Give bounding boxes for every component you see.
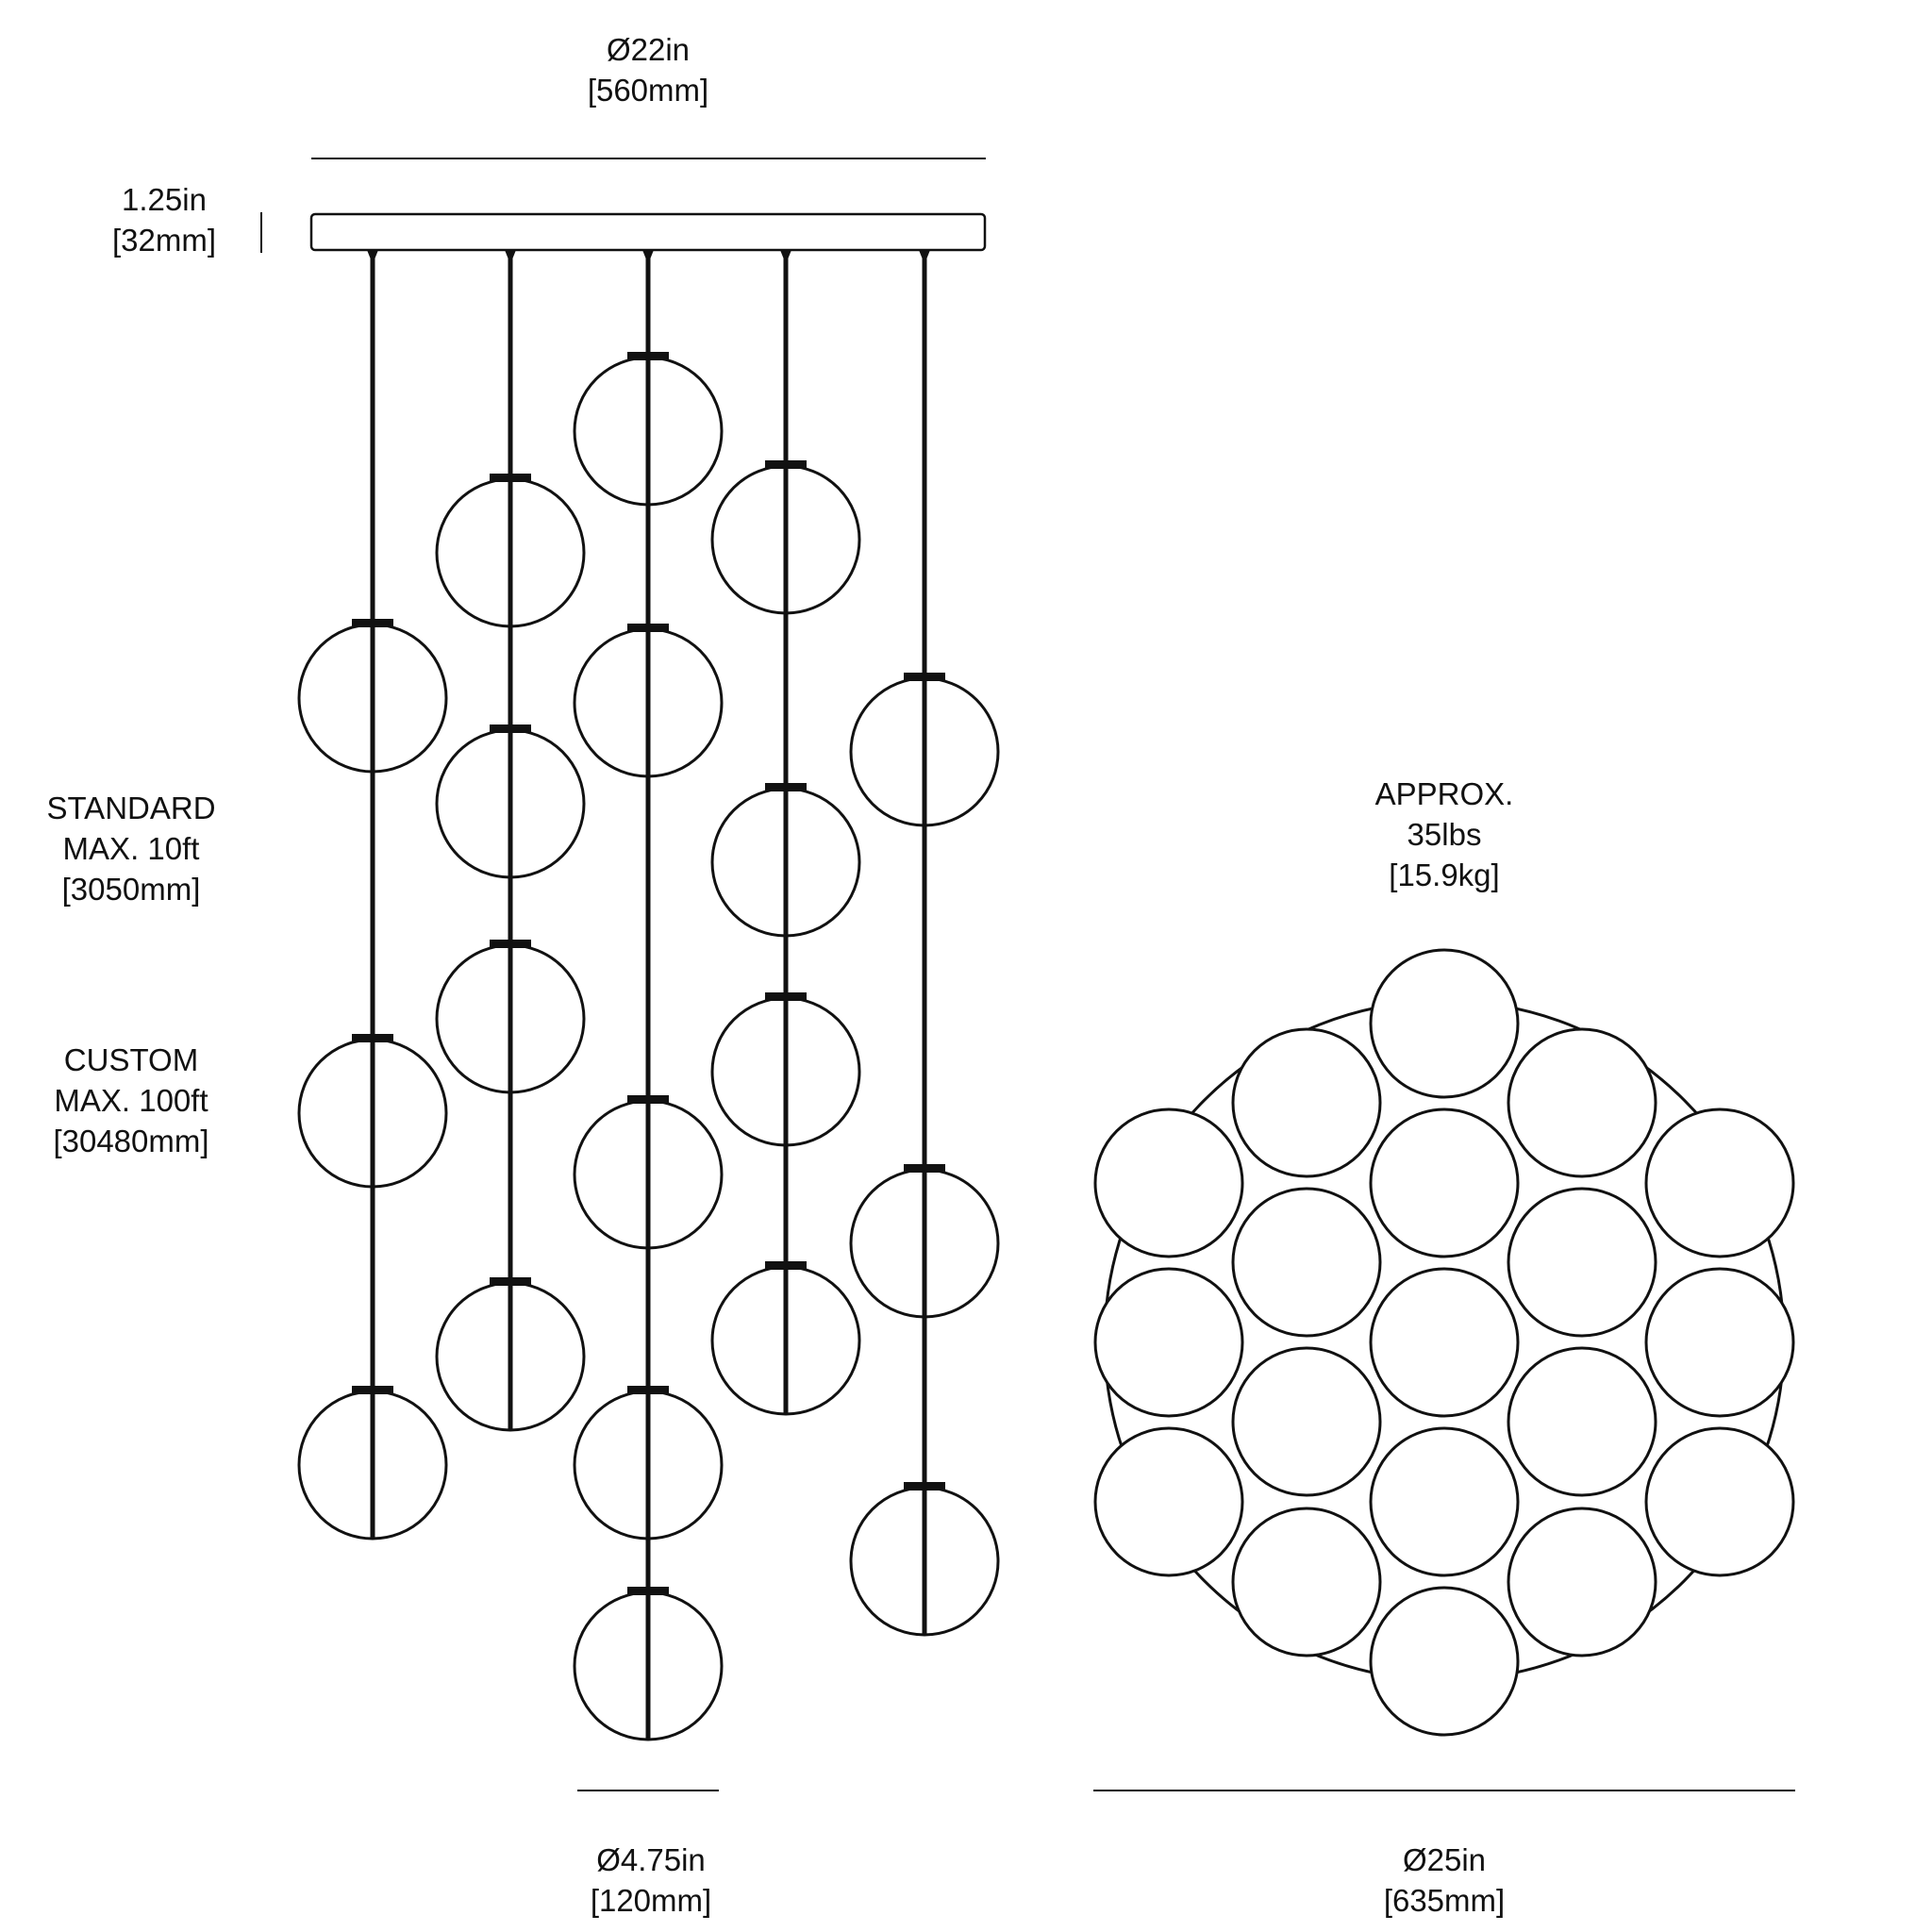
globe-socket [627,1095,669,1104]
custom-drop-label: CUSTOM MAX. 100ft [30480mm] [53,1042,209,1158]
globe-socket [904,673,945,681]
top-view-globe [1369,948,1520,1099]
side-view-globes [297,352,1000,1741]
globe-socket [352,619,393,627]
top-view-globe [1231,1187,1382,1338]
top-view-globe [1369,1586,1520,1737]
top-view-globe [1093,1426,1244,1577]
top-view-globe [1231,1027,1382,1178]
weight-label: APPROX. 35lbs [15.9kg] [1374,776,1514,892]
cable-grip [642,250,654,259]
ceiling-canopy [309,212,987,252]
top-view-globe [1507,1027,1657,1178]
globe-diameter-label: Ø4.75in [120mm] [590,1842,712,1918]
cluster-diameter-label: Ø25in [635mm] [1383,1842,1506,1918]
cable-grip [505,250,516,259]
globe-socket [490,940,531,948]
top-view-cluster [1093,948,1795,1737]
canopy-height-label: 1.25in [32mm] [111,182,217,258]
top-view-globe [1369,1426,1520,1577]
globe-socket [765,992,807,1001]
top-view-globe [1369,1108,1520,1258]
globe-socket [765,1261,807,1270]
cable-grip [367,250,378,259]
top-view-globe [1644,1267,1795,1418]
top-view-globe [1093,1267,1244,1418]
globe-socket [352,1034,393,1042]
globe-socket [490,474,531,482]
canopy-width-label: Ø22in [560mm] [587,32,709,108]
cable-grip [780,250,791,259]
top-view-globe [1093,1108,1244,1258]
globe-socket [627,352,669,360]
globe-socket [904,1164,945,1173]
top-view-globe [1644,1426,1795,1577]
globe-socket [904,1482,945,1491]
top-view-globe [1507,1346,1657,1497]
globe-socket [627,1587,669,1595]
globe-socket [490,724,531,733]
top-view-globe [1231,1507,1382,1657]
globe-socket [627,1386,669,1394]
standard-drop-label: STANDARD MAX. 10ft [3050mm] [46,791,216,907]
globe-socket [765,783,807,791]
top-view-globe [1507,1187,1657,1338]
globe-socket [627,624,669,632]
globe-socket [490,1277,531,1286]
cable-grip [919,250,930,259]
top-view-globe [1369,1267,1520,1418]
top-view-globe [1644,1108,1795,1258]
top-view-globe [1231,1346,1382,1497]
top-view-globe [1507,1507,1657,1657]
globe-socket [765,460,807,469]
globe-socket [352,1386,393,1394]
